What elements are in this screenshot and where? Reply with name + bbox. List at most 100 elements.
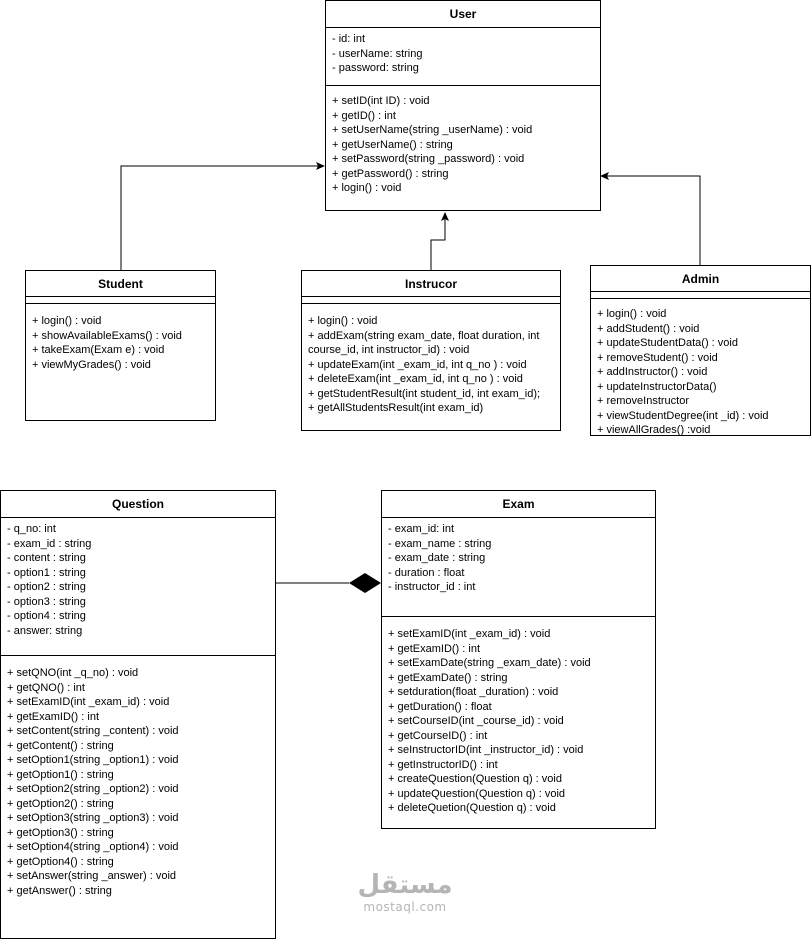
method-line: + getOption2() : string (7, 797, 114, 810)
method-line: + setContent(string _content) : void (7, 725, 179, 737)
attributes-section (591, 294, 810, 299)
class-title: Student (26, 271, 215, 297)
method-line: + setQNO(int _q_no) : void (7, 667, 139, 679)
method-line: + viewAllGrades() :void (597, 424, 711, 436)
method-line: + getInstructorID() : int (388, 758, 498, 771)
method-line: + getCourseID() : int (388, 729, 488, 742)
method-line: + updateExam(int _exam_id, int q_no ) : … (308, 358, 527, 371)
class-instructor[interactable]: Instrucor + login() : void + addExam(stri… (301, 270, 561, 431)
attribute-line: - content : string (7, 552, 86, 564)
method-line: + setID(int ID) : void (332, 95, 430, 107)
attributes-section (26, 299, 215, 304)
method-line: + setOption4(string _option4) : void (7, 841, 179, 853)
method-line: + deleteExam(int _exam_id, int q_no ) : … (308, 373, 523, 385)
admin-arrowhead (600, 172, 609, 180)
mostaql-watermark: مستقل mostaql.com (350, 870, 460, 914)
attribute-line: - instructor_id : int (388, 581, 476, 593)
attribute-line: - exam_id: int (388, 523, 455, 535)
method-line: + login() : void (32, 315, 102, 327)
watermark-arabic: مستقل (357, 870, 453, 900)
class-student[interactable]: Student + login() : void + showAvailableE… (25, 270, 216, 421)
student-arrowhead (316, 162, 325, 170)
attribute-line: - exam_id : string (7, 537, 92, 550)
method-line: + addInstructor() : void (597, 366, 708, 378)
class-admin[interactable]: Admin + login() : void + addStudent() : v… (590, 265, 811, 436)
method-line: + getExamDate() : string (388, 671, 508, 684)
method-line: + setExamID(int _exam_id) : void (7, 696, 170, 708)
method-line: + getContent() : string (7, 739, 114, 752)
class-title: Admin (591, 266, 810, 292)
attributes-section: - q_no: int - exam_id : string - content :… (1, 518, 275, 656)
method-line: + setduration(float _duration) : void (388, 686, 559, 698)
instructor-arrowhead (441, 212, 449, 221)
class-exam[interactable]: Exam - exam_id: int- exam_name : string-… (381, 490, 656, 829)
method-line: + removeInstructor (597, 395, 690, 407)
attribute-line: - password: string (332, 62, 419, 74)
methods-section: + login() : void + addExam(string exam_da… (302, 304, 560, 420)
method-line: + viewStudentDegree(int _id) : void (597, 409, 769, 422)
method-line: + getDuration() : float (388, 700, 492, 713)
method-line: + viewMyGrades() : void (32, 358, 151, 371)
class-title: Question (1, 491, 275, 518)
method-line: + getStudentResult(int student_id, int e… (308, 387, 541, 400)
attribute-line: - option3 : string (7, 595, 86, 608)
attribute-line: - duration : float (388, 566, 465, 579)
watermark-latin: mostaql.com (363, 900, 447, 914)
method-line: + getID() : int (332, 109, 396, 122)
class-title: User (326, 1, 600, 28)
method-line: + setUserName(string _userName) : void (332, 124, 533, 136)
attribute-line: - q_no: int (7, 523, 56, 535)
method-line: + removeStudent() : void (597, 351, 718, 364)
attribute-line: - userName: string (332, 47, 423, 60)
attribute-line: - answer: string (7, 624, 83, 637)
method-line: + addStudent() : void (597, 322, 700, 335)
method-line: + getAnswer() : string (7, 884, 112, 897)
method-line: + updateStudentData() : void (597, 337, 738, 349)
method-line: + getPassword() : string (332, 167, 449, 180)
method-line: + setOption2(string _option2) : void (7, 783, 179, 795)
method-line: + login() : void (332, 182, 402, 194)
method-line: + login() : void (308, 315, 378, 327)
method-line: + showAvailableExams() : void (32, 329, 182, 342)
instructor-inheritance-line (430, 217, 446, 270)
student-inheritance-line (120, 165, 322, 270)
attribute-line: - option1 : string (7, 566, 86, 579)
method-line: + seInstructorID(int _instructor_id) : v… (388, 744, 584, 756)
methods-section: + setID(int ID) : void + getID() : int + s… (326, 86, 600, 200)
class-title: Instrucor (302, 271, 560, 297)
method-line: + getOption3() : string (7, 826, 114, 839)
attribute-line: - option2 : string (7, 581, 86, 593)
method-line: + getOption1() : string (7, 768, 114, 781)
attribute-line: - exam_name : string (388, 537, 492, 550)
attribute-line: - id: int (332, 33, 366, 45)
method-line: + login() : void (597, 308, 667, 320)
class-question[interactable]: Question - q_no: int- exam_id : string- … (0, 490, 276, 939)
methods-section: + login() : void + showAvailableExams() :… (26, 304, 215, 376)
admin-inheritance-line (604, 175, 701, 265)
attributes-section: - id: int - userName: string - password: s… (326, 28, 600, 86)
method-line: + setPassword(string _password) : void (332, 153, 525, 165)
method-line: + getQNO() : int (7, 681, 85, 694)
method-line: + setOption1(string _option1) : void (7, 754, 179, 766)
method-line: + setAnswer(string _answer) : void (7, 870, 177, 882)
attribute-line: - exam_date : string (388, 552, 486, 564)
method-line: + getExamID() : int (388, 642, 481, 655)
method-line: + setCourseID(int _course_id) : void (388, 715, 564, 727)
methods-section: + setQNO(int _q_no) : void + getQNO() : i… (1, 656, 275, 902)
method-line: + addExam(string exam_date, float durati… (308, 329, 543, 357)
method-line: + getUserName() : string (332, 138, 453, 151)
method-line: + deleteQuetion(Question q) : void (388, 802, 556, 814)
method-line: + getOption4() : string (7, 855, 114, 868)
class-user[interactable]: User - id: int - userName: string - passwo… (325, 0, 601, 211)
methods-section: + login() : void + addStudent() : void + u… (591, 299, 810, 442)
method-line: + getExamID() : int (7, 710, 100, 723)
method-line: + setExamID(int _exam_id) : void (388, 628, 551, 640)
method-line: + setExamDate(string _exam_date) : void (388, 657, 591, 669)
method-line: + createQuestion(Question q) : void (388, 773, 562, 785)
attributes-section: - exam_id: int - exam_name : string - exam… (382, 518, 655, 617)
method-line: + getAllStudentsResult(int exam_id) (308, 402, 484, 414)
method-line: + updateInstructorData() (597, 380, 717, 393)
attributes-section (302, 299, 560, 304)
class-title: Exam (382, 491, 655, 518)
